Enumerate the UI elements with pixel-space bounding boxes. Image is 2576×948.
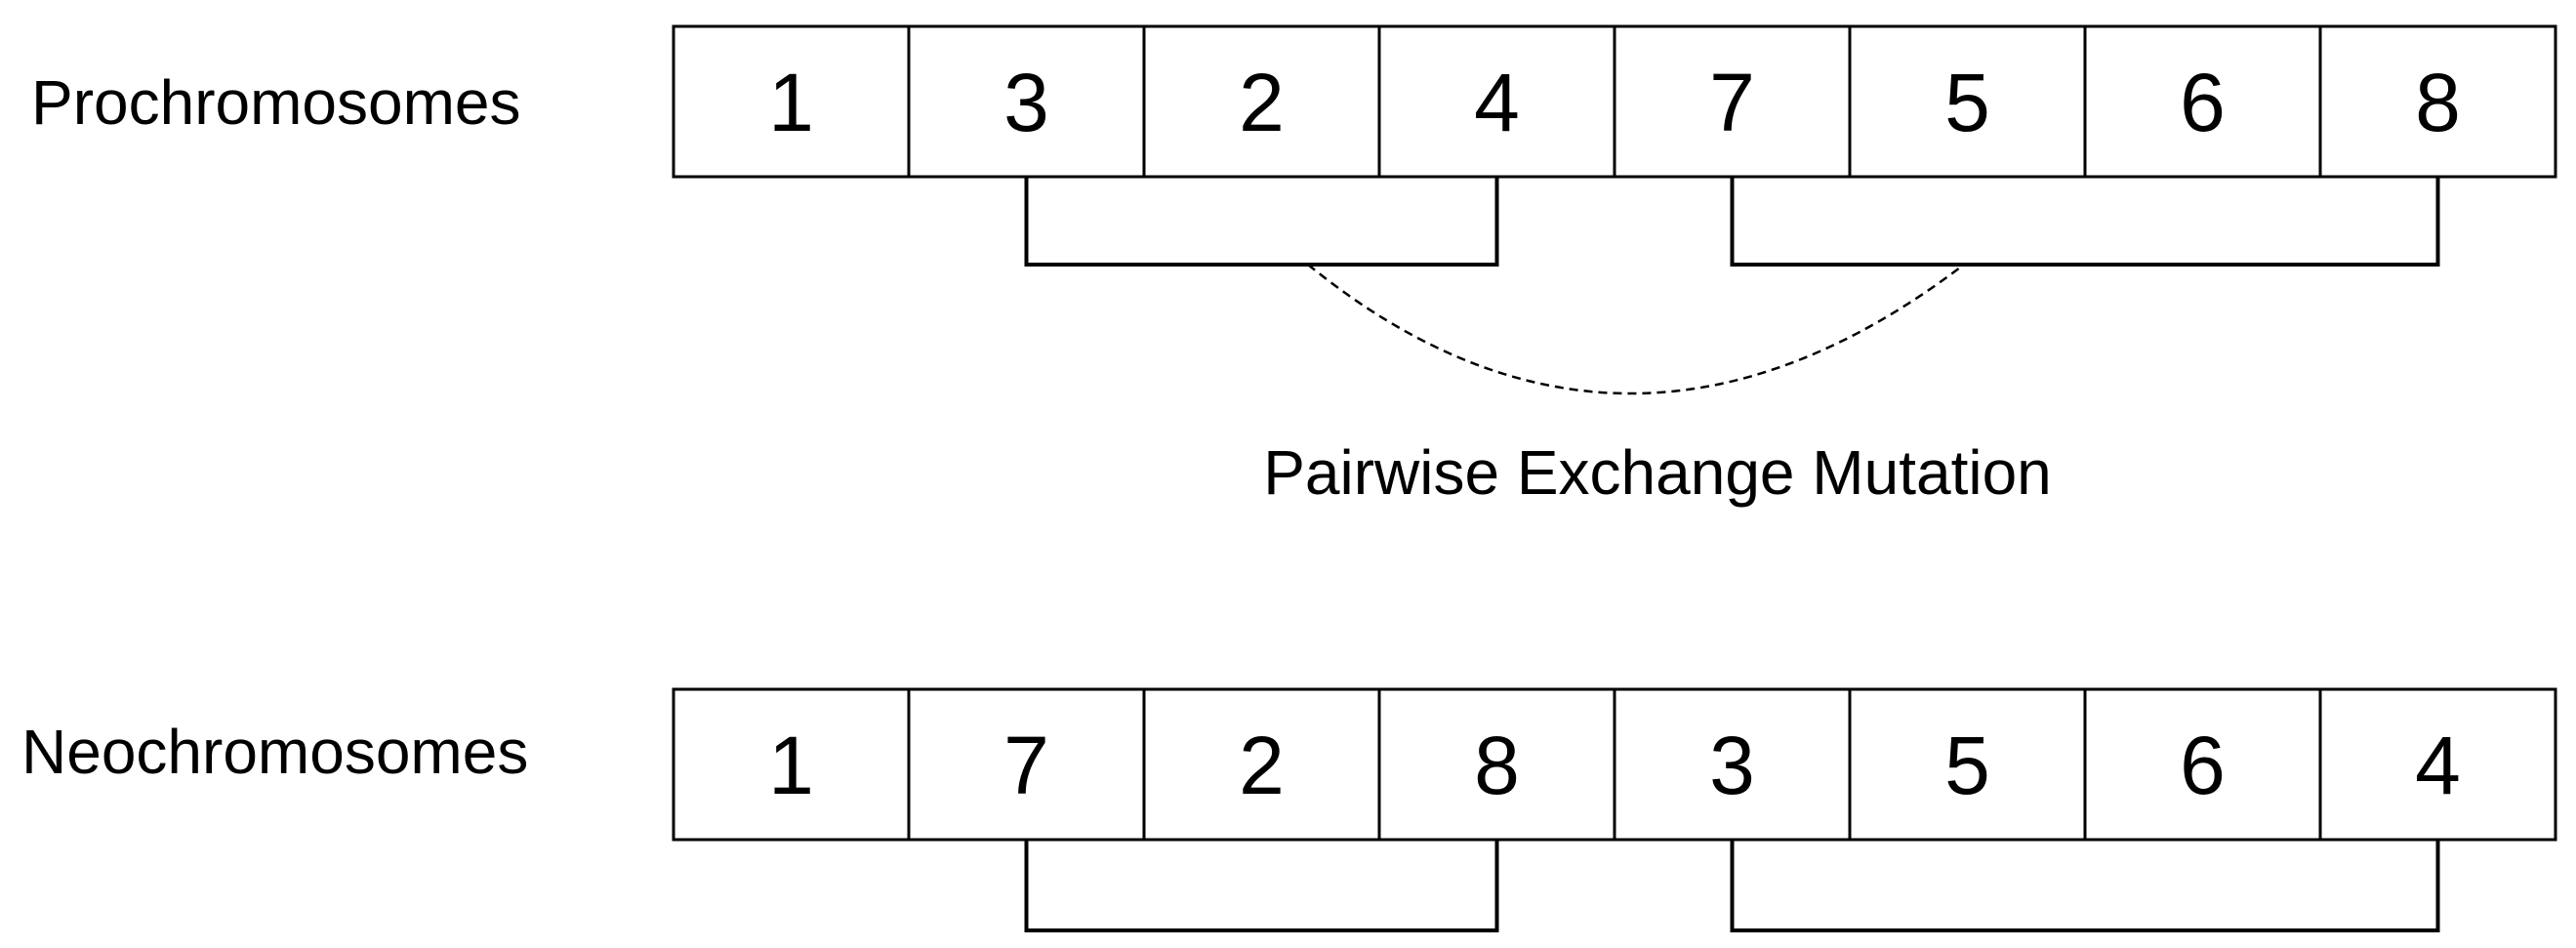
gene-cell: 8	[1377, 687, 1616, 842]
gene-cell: 7	[907, 687, 1146, 842]
gene-value: 4	[2415, 720, 2461, 811]
gene-cell: 4	[1377, 24, 1616, 179]
gene-cell: 3	[907, 24, 1146, 179]
gene-cell-box	[672, 687, 911, 842]
gene-cell: 5	[1848, 687, 2087, 842]
gene-cell: 6	[2083, 24, 2322, 179]
gene-value: 8	[2415, 57, 2461, 148]
gene-cell: 7	[1613, 24, 1852, 179]
gene-cell: 2	[1142, 687, 1381, 842]
gene-cell: 2	[1142, 24, 1381, 179]
gene-cell-box	[1377, 24, 1616, 179]
mutation-caption: Pairwise Exchange Mutation	[1263, 437, 2052, 508]
gene-cell: 3	[1613, 687, 1852, 842]
gene-value: 5	[1944, 57, 1990, 148]
gene-value: 2	[1239, 720, 1285, 811]
prochromosomes-brackets	[1024, 177, 2440, 267]
exchange-arc	[1307, 264, 1965, 395]
neochromosomes-label: Neochromosomes	[21, 717, 528, 787]
gene-cell-box	[1377, 687, 1616, 842]
prochromosomes-cells: 1 3 2 4 7 5 6 8	[672, 24, 2557, 179]
second-bracket	[1730, 177, 2440, 267]
gene-value: 7	[1003, 720, 1049, 811]
second-bracket	[1730, 840, 2440, 932]
gene-cell-box	[672, 24, 911, 179]
gene-value: 4	[1474, 57, 1520, 148]
gene-value: 3	[1003, 57, 1049, 148]
gene-value: 1	[768, 57, 814, 148]
first-bracket	[1024, 177, 1499, 267]
gene-cell-box	[2083, 24, 2322, 179]
gene-value: 3	[1709, 720, 1755, 811]
neochromosomes-row: Neochromosomes 1 7 2 8 3 5 6 4	[21, 687, 2557, 932]
gene-cell: 8	[2318, 24, 2557, 179]
gene-value: 1	[768, 720, 814, 811]
gene-value: 7	[1709, 57, 1755, 148]
prochromosomes-row: Prochromosomes 1 3 2 4 7 5 6 8	[31, 24, 2557, 267]
gene-value: 6	[2180, 720, 2226, 811]
prochromosomes-label: Prochromosomes	[31, 67, 521, 138]
gene-cell-box	[2318, 687, 2557, 842]
gene-value: 5	[1944, 720, 1990, 811]
gene-cell: 6	[2083, 687, 2322, 842]
first-bracket	[1024, 840, 1499, 932]
gene-cell-box	[1142, 24, 1381, 179]
gene-cell-box	[1848, 687, 2087, 842]
gene-value: 8	[1474, 720, 1520, 811]
gene-value: 6	[2180, 57, 2226, 148]
gene-cell-box	[907, 687, 1146, 842]
gene-cell: 5	[1848, 24, 2087, 179]
neochromosomes-brackets	[1024, 840, 2440, 932]
gene-value: 2	[1239, 57, 1285, 148]
gene-cell-box	[907, 24, 1146, 179]
gene-cell-box	[2318, 24, 2557, 179]
gene-cell: 1	[672, 687, 911, 842]
gene-cell: 4	[2318, 687, 2557, 842]
neochromosomes-cells: 1 7 2 8 3 5 6 4	[672, 687, 2557, 842]
gene-cell: 1	[672, 24, 911, 179]
gene-cell-box	[1848, 24, 2087, 179]
